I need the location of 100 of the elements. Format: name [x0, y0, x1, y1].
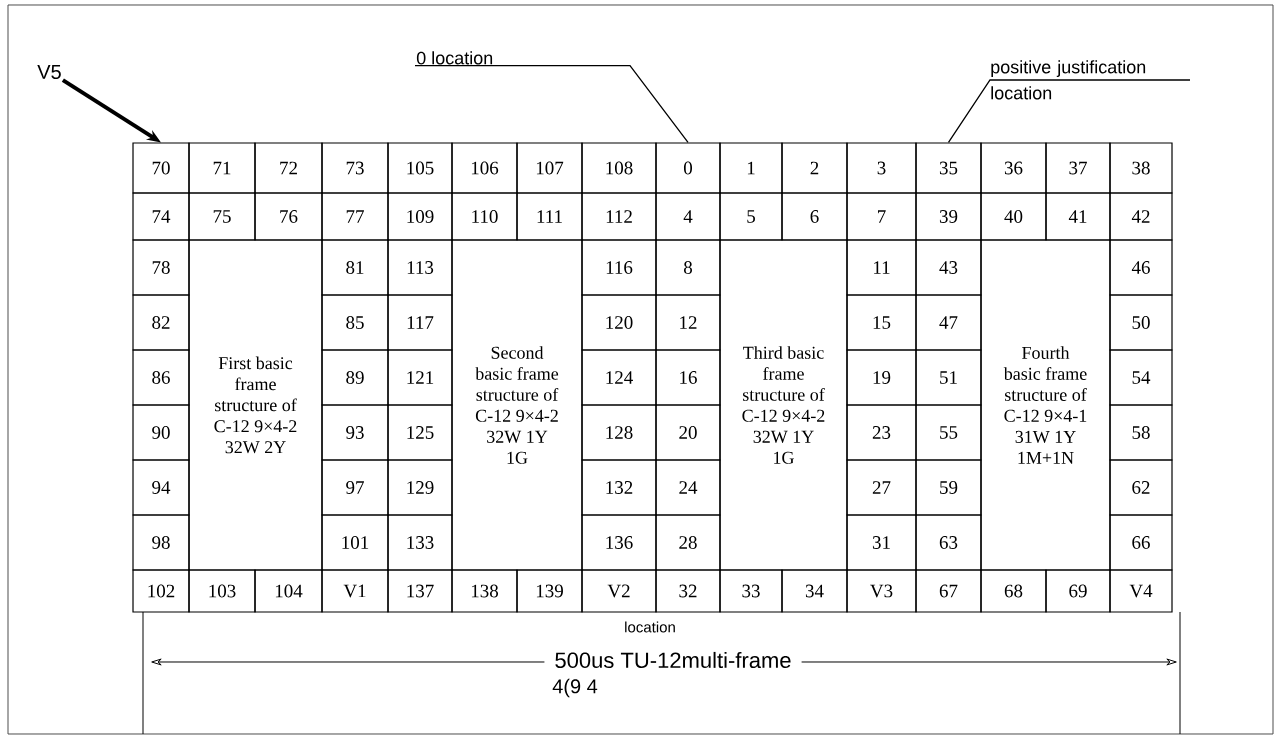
frame-structure-cell: Fourth basic frame structure of C-12 9×4-1 31W 1Y 1M+1N [980, 239, 1111, 571]
table-cell: 124 [581, 349, 657, 406]
table-cell: 33 [719, 569, 783, 613]
table-cell: 117 [387, 294, 453, 351]
table-cell: 36 [980, 142, 1047, 194]
table-cell: 23 [846, 404, 917, 461]
table-cell: 98 [132, 514, 190, 571]
table-cell: 109 [387, 192, 453, 241]
table-cell: 41 [1045, 192, 1111, 241]
table-cell: 86 [132, 349, 190, 406]
dimension-label: location [620, 617, 680, 637]
table-cell: 6 [781, 192, 848, 241]
table-cell: 108 [581, 142, 657, 194]
table-cell: 32 [655, 569, 721, 613]
table-cell: 4 [655, 192, 721, 241]
table-cell: 103 [188, 569, 256, 613]
table-cell: 19 [846, 349, 917, 406]
table-cell: 3 [846, 142, 917, 194]
table-cell: 125 [387, 404, 453, 461]
table-cell: 121 [387, 349, 453, 406]
table-cell: V1 [321, 569, 389, 613]
frame-structure-cell: Second basic frame structure of C-12 9×4-2 32W 1Y 1G [451, 239, 583, 571]
table-cell: 102 [132, 569, 190, 613]
table-cell: 72 [254, 142, 323, 194]
table-cell: 93 [321, 404, 389, 461]
table-cell: V3 [846, 569, 917, 613]
table-cell: 2 [781, 142, 848, 194]
table-cell: 85 [321, 294, 389, 351]
table-cell: 75 [188, 192, 256, 241]
table-cell: 136 [581, 514, 657, 571]
table-cell: 90 [132, 404, 190, 461]
table-cell: 63 [915, 514, 982, 571]
table-cell: 31 [846, 514, 917, 571]
table-cell: 55 [915, 404, 982, 461]
table-cell: 35 [915, 142, 982, 194]
table-cell: 70 [132, 142, 190, 194]
leader-line [414, 64, 689, 144]
table-cell: 97 [321, 459, 389, 516]
table-cell: 81 [321, 239, 389, 296]
table-cell: 67 [915, 569, 982, 613]
table-cell: 1 [719, 142, 783, 194]
table-cell: 74 [132, 192, 190, 241]
table-cell: V2 [581, 569, 657, 613]
table-cell: 112 [581, 192, 657, 241]
table-cell: 106 [451, 142, 518, 194]
table-cell: 132 [581, 459, 657, 516]
table-cell: 40 [980, 192, 1047, 241]
table-cell: 24 [655, 459, 721, 516]
table-cell: 133 [387, 514, 453, 571]
table-cell: 129 [387, 459, 453, 516]
table-cell: 101 [321, 514, 389, 571]
table-cell: 51 [915, 349, 982, 406]
frame-structure-cell: First basic frame structure of C-12 9×4-2 32W 2Y [188, 239, 323, 571]
table-cell: 27 [846, 459, 917, 516]
leader-line [947, 79, 1191, 144]
table-cell: 105 [387, 142, 453, 194]
table-cell: 38 [1109, 142, 1173, 194]
table-cell: 50 [1109, 294, 1173, 351]
table-cell: 20 [655, 404, 721, 461]
table-cell: 73 [321, 142, 389, 194]
callout-label: 0 location [416, 51, 493, 65]
table-cell: 139 [516, 569, 583, 613]
table-cell: 28 [655, 514, 721, 571]
table-cell: 69 [1045, 569, 1111, 613]
table-cell: 0 [655, 142, 721, 194]
table-cell: 107 [516, 142, 583, 194]
table-cell: 5 [719, 192, 783, 241]
table-cell: 62 [1109, 459, 1173, 516]
table-cell: 12 [655, 294, 721, 351]
callout-label: positive justification location [991, 60, 1146, 100]
table-cell: 16 [655, 349, 721, 406]
table-cell: 76 [254, 192, 323, 241]
frame-structure-cell: Third basic frame structure of C-12 9×4-2 32W 1Y 1G [719, 239, 848, 571]
dimension-label: 500us TU-12multi-frame [544, 649, 802, 671]
table-cell: 66 [1109, 514, 1173, 571]
table-cell: 71 [188, 142, 256, 194]
table-cell: 7 [846, 192, 917, 241]
table-cell: 77 [321, 192, 389, 241]
table-cell: 58 [1109, 404, 1173, 461]
table-cell: 39 [915, 192, 982, 241]
table-cell: 82 [132, 294, 190, 351]
table-cell: 54 [1109, 349, 1173, 406]
table-cell: 37 [1045, 142, 1111, 194]
table-cell: 128 [581, 404, 657, 461]
table-cell: 111 [516, 192, 583, 241]
table-cell: 42 [1109, 192, 1173, 241]
table-cell: 68 [980, 569, 1047, 613]
table-cell: 46 [1109, 239, 1173, 296]
table-cell: 94 [132, 459, 190, 516]
table-cell: 104 [254, 569, 323, 613]
table-cell: 43 [915, 239, 982, 296]
table-cell: 89 [321, 349, 389, 406]
table-cell: 15 [846, 294, 917, 351]
table-cell: 116 [581, 239, 657, 296]
table-cell: 137 [387, 569, 453, 613]
table-cell: 113 [387, 239, 453, 296]
table-cell: 47 [915, 294, 982, 351]
pointer-label: V5 [37, 65, 61, 79]
table-cell: 138 [451, 569, 518, 613]
table-cell: 59 [915, 459, 982, 516]
